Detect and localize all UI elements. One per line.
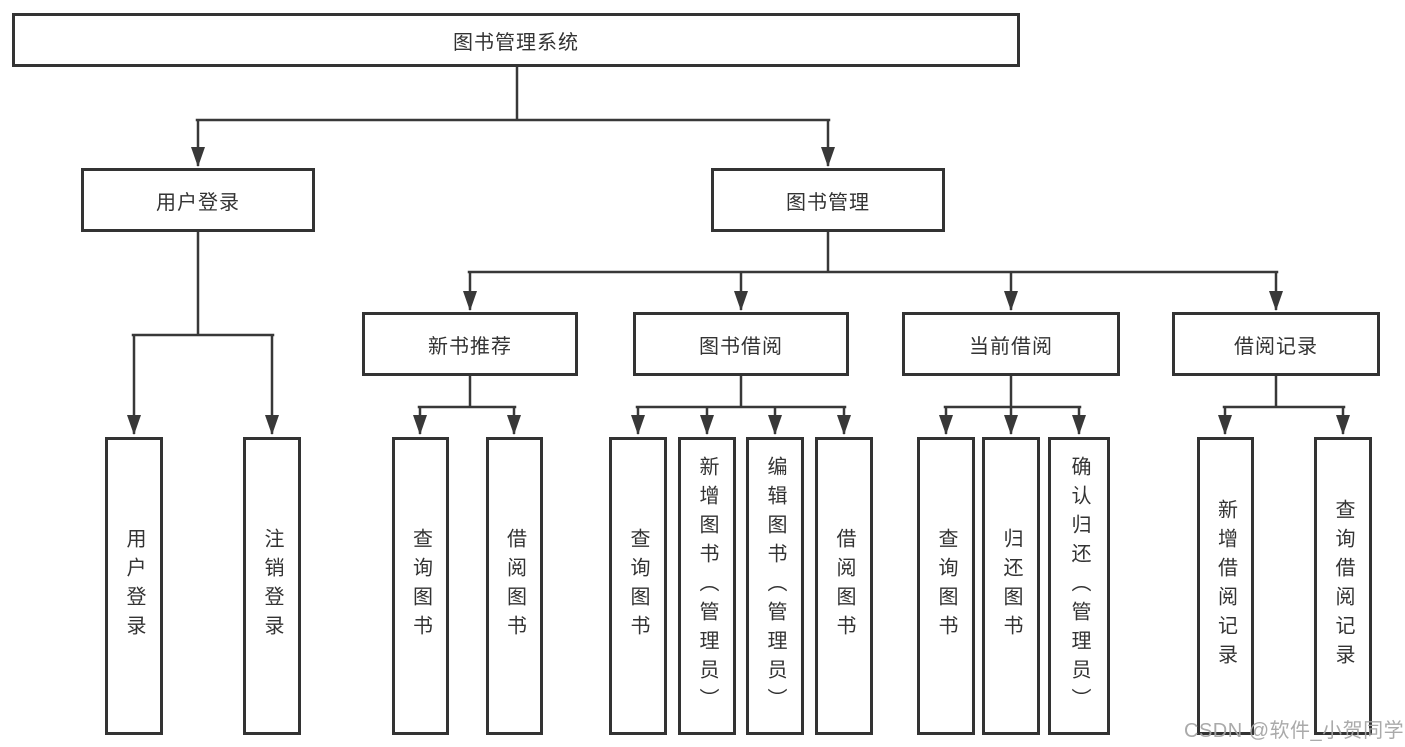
node-library-system-label: 图书管理系统 bbox=[453, 31, 579, 54]
node-user-login: 用户登录 bbox=[81, 168, 315, 232]
connector-current-borrowing-to-leaves bbox=[939, 376, 1086, 435]
node-borrow-records: 借阅记录 bbox=[1172, 312, 1380, 376]
leaf-borrow-books-recommend: 借阅图书 bbox=[486, 437, 543, 735]
leaf-logout-login-label: 注销登录 bbox=[261, 528, 283, 644]
leaf-return-books: 归还图书 bbox=[982, 437, 1040, 735]
leaf-query-borrow-record-label: 查询借阅记录 bbox=[1332, 499, 1354, 673]
leaf-add-borrow-record-label: 新增借阅记录 bbox=[1214, 499, 1237, 673]
leaf-return-books-label: 归还图书 bbox=[1000, 528, 1022, 644]
watermark: CSDN @软件_小贺同学 bbox=[1184, 720, 1405, 742]
node-library-system: 图书管理系统 bbox=[12, 13, 1020, 67]
node-book-borrowing-label: 图书借阅 bbox=[699, 335, 783, 358]
leaf-query-books-borrowing: 查询图书 bbox=[609, 437, 667, 735]
leaf-confirm-return-admin-label: 确认归还（管理员） bbox=[1068, 455, 1090, 717]
leaf-add-book-admin: 新增图书（管理员） bbox=[678, 437, 736, 735]
leaf-query-books-recommend: 查询图书 bbox=[392, 437, 449, 735]
leaf-add-borrow-record: 新增借阅记录 bbox=[1197, 437, 1254, 735]
leaf-user-login: 用户登录 bbox=[105, 437, 163, 735]
node-book-borrowing: 图书借阅 bbox=[633, 312, 849, 376]
leaf-query-books-current: 查询图书 bbox=[917, 437, 975, 735]
node-current-borrowing-label: 当前借阅 bbox=[969, 335, 1053, 358]
leaf-confirm-return-admin: 确认归还（管理员） bbox=[1048, 437, 1110, 735]
leaf-query-books-borrowing-label: 查询图书 bbox=[627, 528, 649, 644]
connector-borrow-records-to-leaves bbox=[1218, 376, 1350, 435]
connector-new-book-recommend-to-leaves bbox=[413, 376, 521, 435]
leaf-query-books-current-label: 查询图书 bbox=[935, 528, 957, 644]
leaf-add-book-admin-label: 新增图书（管理员） bbox=[696, 455, 718, 717]
node-new-book-recommend: 新书推荐 bbox=[362, 312, 578, 376]
leaf-query-borrow-record: 查询借阅记录 bbox=[1314, 437, 1372, 735]
leaf-borrow-books-borrowing-label: 借阅图书 bbox=[833, 528, 855, 644]
leaf-borrow-books-borrowing: 借阅图书 bbox=[815, 437, 873, 735]
leaf-query-books-recommend-label: 查询图书 bbox=[409, 528, 432, 644]
node-user-login-label: 用户登录 bbox=[156, 191, 240, 214]
node-book-management: 图书管理 bbox=[711, 168, 945, 232]
leaf-user-login-label: 用户登录 bbox=[123, 528, 145, 644]
leaf-logout-login: 注销登录 bbox=[243, 437, 301, 735]
node-book-management-label: 图书管理 bbox=[786, 191, 870, 214]
node-current-borrowing: 当前借阅 bbox=[902, 312, 1120, 376]
connector-user-login-to-leaves bbox=[127, 232, 279, 435]
connector-root-to-level1 bbox=[191, 67, 835, 167]
connector-book-borrowing-to-leaves bbox=[631, 376, 851, 435]
connector-book-management-to-level2 bbox=[463, 232, 1283, 311]
leaf-borrow-books-recommend-label: 借阅图书 bbox=[503, 528, 526, 644]
leaf-edit-book-admin: 编辑图书（管理员） bbox=[746, 437, 804, 735]
leaf-edit-book-admin-label: 编辑图书（管理员） bbox=[764, 455, 786, 717]
node-new-book-recommend-label: 新书推荐 bbox=[428, 335, 512, 358]
node-borrow-records-label: 借阅记录 bbox=[1234, 335, 1318, 358]
